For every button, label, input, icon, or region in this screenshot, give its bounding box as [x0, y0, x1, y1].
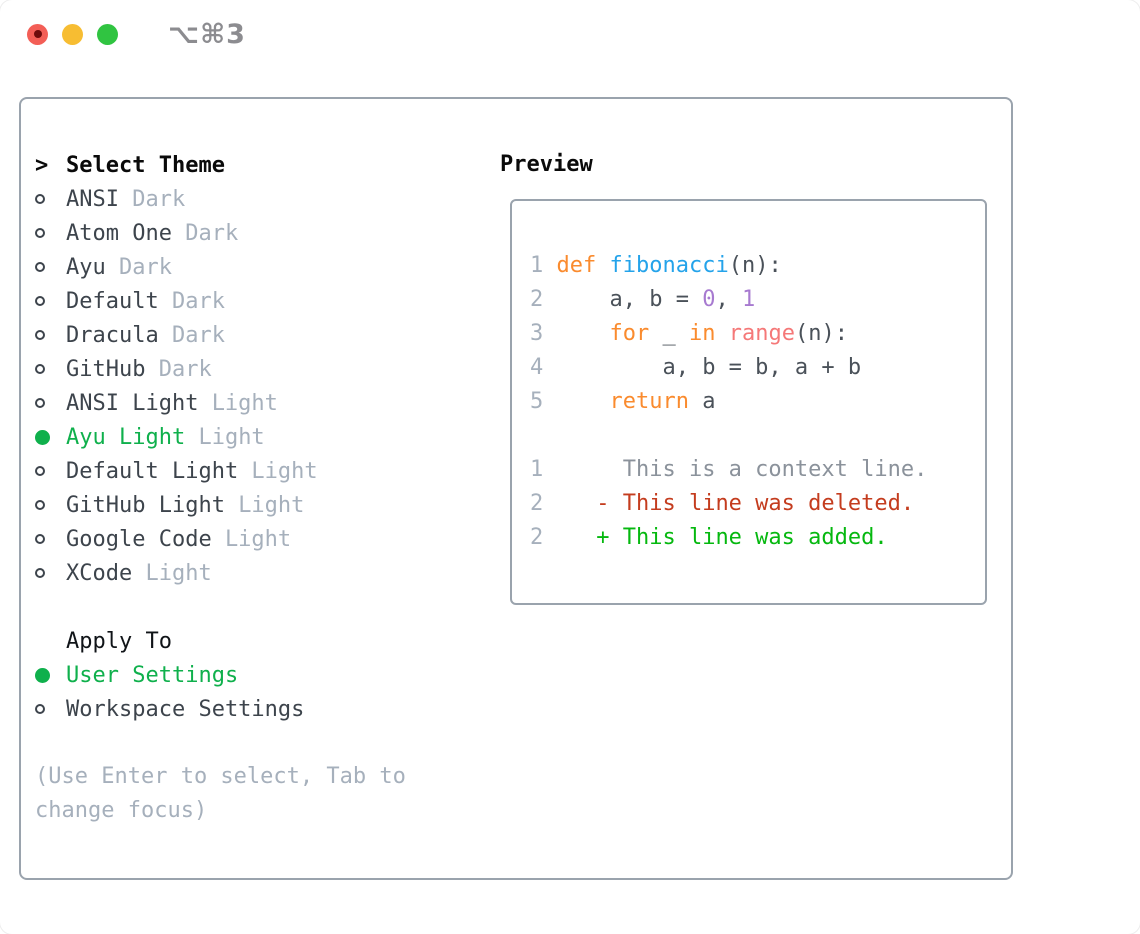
- diff-line: 2 - This line was deleted.: [530, 491, 915, 516]
- theme-variant-tag: Dark: [132, 186, 186, 212]
- line-number: 1: [530, 253, 557, 278]
- radio-icon: [35, 500, 45, 510]
- code-line: 4 a, b = b, a + b: [530, 355, 862, 380]
- line-number: 2: [530, 525, 557, 550]
- preview-title: Preview: [500, 152, 593, 177]
- theme-name: GitHub Light: [66, 492, 225, 518]
- radio-icon: [35, 429, 50, 445]
- radio-icon: [35, 296, 45, 306]
- select-theme-header: > Select Theme: [21, 148, 491, 182]
- radio-icon: [35, 330, 45, 340]
- theme-name: Default Light: [66, 458, 239, 484]
- apply-to-list: User Settings Workspace Settings: [21, 658, 491, 726]
- zoom-button[interactable]: [97, 23, 118, 45]
- theme-name: XCode: [66, 560, 133, 586]
- radio-icon: [35, 466, 45, 476]
- radio-icon: [35, 704, 45, 714]
- theme-option-ansi-dark[interactable]: ANSI Dark: [21, 182, 491, 216]
- code-line: 3 for _ in range(n):: [530, 321, 848, 346]
- theme-variant-tag: Dark: [185, 220, 239, 246]
- theme-name: Atom One: [66, 220, 172, 246]
- theme-name: Ayu: [66, 254, 106, 280]
- radio-icon: [35, 262, 45, 272]
- titlebar: ⌥⌘3: [27, 19, 246, 50]
- theme-option-default-light-light[interactable]: Default Light Light: [21, 454, 491, 488]
- theme-name: ANSI: [66, 186, 119, 212]
- theme-option-atom-one-dark[interactable]: Atom One Dark: [21, 216, 491, 250]
- diff-line: 1 This is a context line.: [530, 457, 928, 482]
- prompt-caret-icon: >: [35, 152, 49, 178]
- preview-lines: 1 def fibonacci(n): 2 a, b = 0, 1 3 for _ …: [530, 249, 985, 555]
- theme-variant-tag: Light: [251, 458, 318, 484]
- line-number: 2: [530, 287, 557, 312]
- theme-option-github-dark[interactable]: GitHub Dark: [21, 352, 491, 386]
- apply-to-header: Apply To: [21, 624, 491, 658]
- theme-variant-tag: Light: [238, 492, 305, 518]
- theme-option-default-dark[interactable]: Default Dark: [21, 284, 491, 318]
- radio-icon: [35, 194, 45, 204]
- theme-option-dracula-dark[interactable]: Dracula Dark: [21, 318, 491, 352]
- spacer: [21, 726, 491, 760]
- radio-icon: [35, 534, 45, 544]
- hint-text: (Use Enter to select, Tab to change focu…: [35, 764, 406, 823]
- apply-option-label: User Settings: [66, 662, 239, 688]
- code-line: 2 a, b = 0, 1: [530, 287, 756, 312]
- radio-icon: [35, 568, 45, 578]
- preview-box: 1 def fibonacci(n): 2 a, b = 0, 1 3 for _ …: [510, 199, 987, 605]
- theme-name: Google Code: [66, 526, 212, 552]
- spacer: [21, 590, 491, 624]
- code-line: 1 def fibonacci(n):: [530, 253, 782, 278]
- radio-icon: [35, 398, 45, 408]
- theme-variant-tag: Dark: [118, 254, 172, 280]
- line-number: 3: [530, 321, 557, 346]
- apply-to-title: Apply To: [66, 628, 172, 654]
- code-line: 5 return a: [530, 389, 716, 414]
- radio-icon: [35, 667, 50, 683]
- theme-option-ayu-light-light[interactable]: Ayu Light Light: [21, 420, 491, 454]
- theme-variant-tag: Light: [211, 390, 278, 416]
- minimize-button[interactable]: [62, 23, 83, 45]
- theme-variant-tag: Dark: [158, 356, 212, 382]
- theme-variant-tag: Light: [145, 560, 212, 586]
- theme-option-ansi-light-light[interactable]: ANSI Light Light: [21, 386, 491, 420]
- theme-variant-tag: Dark: [171, 322, 225, 348]
- theme-option-xcode-light[interactable]: XCode Light: [21, 556, 491, 590]
- blank-line: [530, 419, 985, 453]
- apply-option-user-settings[interactable]: User Settings: [21, 658, 491, 692]
- radio-icon: [35, 364, 45, 374]
- line-number: 2: [530, 491, 557, 516]
- line-number: 1: [530, 457, 557, 482]
- radio-icon: [35, 228, 45, 238]
- section-title: Select Theme: [66, 152, 225, 178]
- theme-option-ayu-dark[interactable]: Ayu Dark: [21, 250, 491, 284]
- theme-name: ANSI Light: [66, 390, 199, 416]
- theme-option-github-light-light[interactable]: GitHub Light Light: [21, 488, 491, 522]
- theme-variant-tag: Light: [224, 526, 292, 552]
- diff-line: 2 + This line was added.: [530, 525, 888, 550]
- apply-option-workspace-settings[interactable]: Workspace Settings: [21, 692, 491, 726]
- unsaved-dot-icon: [33, 30, 42, 38]
- theme-name: Default: [66, 288, 159, 314]
- theme-option-google-code-light[interactable]: Google Code Light: [21, 522, 491, 556]
- theme-name: GitHub: [66, 356, 146, 382]
- theme-name: Ayu Light: [66, 424, 186, 450]
- theme-variant-tag: Light: [198, 424, 265, 450]
- line-number: 5: [530, 389, 557, 414]
- window-title: ⌥⌘3: [168, 18, 246, 50]
- apply-option-label: Workspace Settings: [66, 696, 305, 722]
- close-button[interactable]: [27, 23, 48, 45]
- line-number: 4: [530, 355, 557, 380]
- theme-name: Dracula: [66, 322, 159, 348]
- theme-variant-tag: Dark: [171, 288, 225, 314]
